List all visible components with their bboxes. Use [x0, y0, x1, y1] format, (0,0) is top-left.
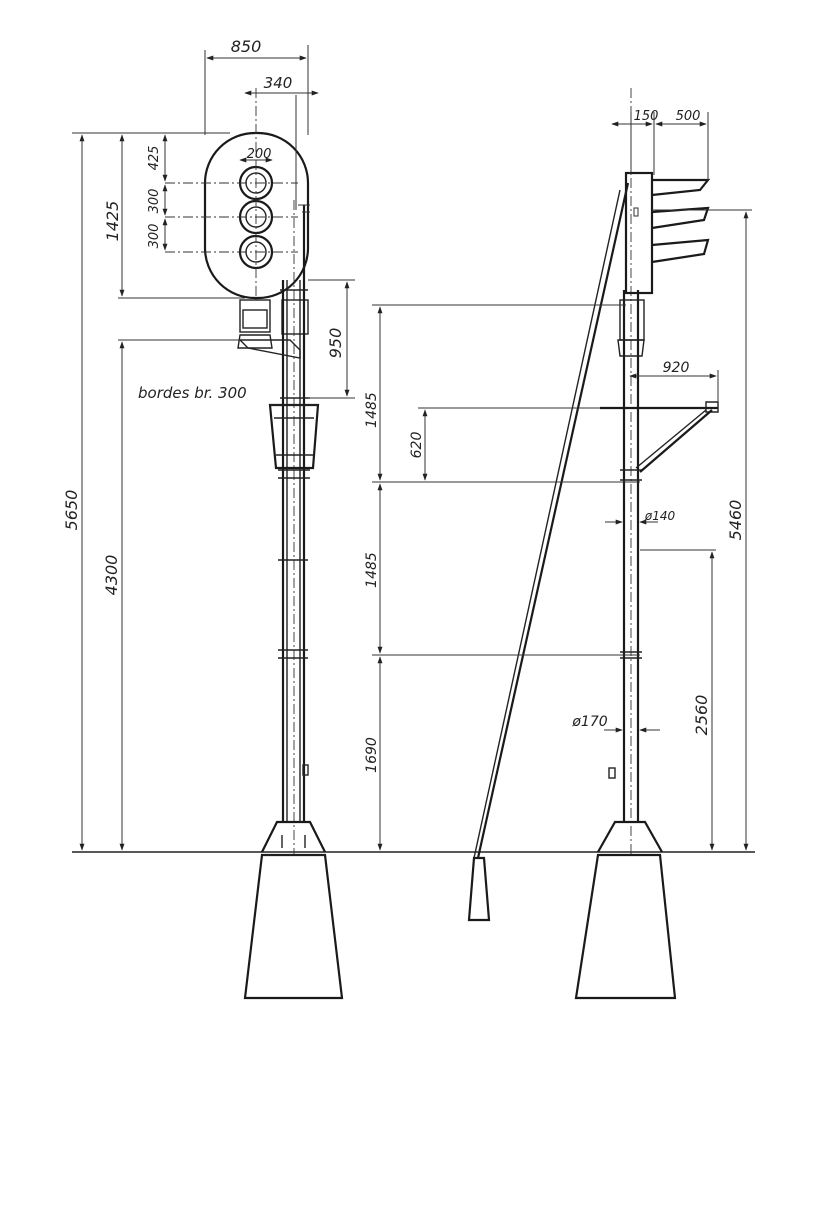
dim-620: 620: [409, 432, 425, 459]
dim-300-b: 300: [147, 224, 162, 249]
front-foundation: [243, 853, 344, 1000]
front-view: 850 340 200 425 300 300 1425 5650 4300 9…: [62, 37, 355, 1000]
ladder: [476, 182, 630, 859]
dim-1425: 1425: [103, 201, 122, 242]
side-foundation: [574, 853, 677, 1000]
dim-920: 920: [663, 360, 690, 376]
dim-1690: 1690: [364, 737, 380, 773]
dim-850: 850: [231, 37, 262, 56]
dim-2560: 2560: [692, 695, 711, 736]
signal-head: [203, 131, 310, 300]
dim-5650: 5650: [62, 490, 81, 531]
dim-1485-middle: 1485: [364, 552, 380, 588]
dim-d140: ø140: [644, 509, 676, 523]
dim-200: 200: [247, 147, 272, 162]
side-view: 150 500 5460 1485 1485 1690 620 920 ø140: [364, 88, 752, 1000]
dim-300-a: 300: [147, 189, 162, 214]
dim-500: 500: [676, 109, 701, 124]
dim-425: 425: [147, 146, 162, 171]
platform-note: bordes br. 300: [138, 384, 247, 402]
dim-950: 950: [326, 328, 345, 359]
ladder-anchor: [467, 856, 491, 922]
dim-4300: 4300: [102, 555, 121, 596]
dim-5460: 5460: [726, 500, 745, 541]
dim-d170: ø170: [571, 714, 607, 730]
side-signal-head: [624, 171, 654, 295]
dim-150: 150: [634, 109, 659, 124]
dim-1485-upper: 1485: [364, 392, 380, 428]
dim-340: 340: [264, 74, 293, 92]
